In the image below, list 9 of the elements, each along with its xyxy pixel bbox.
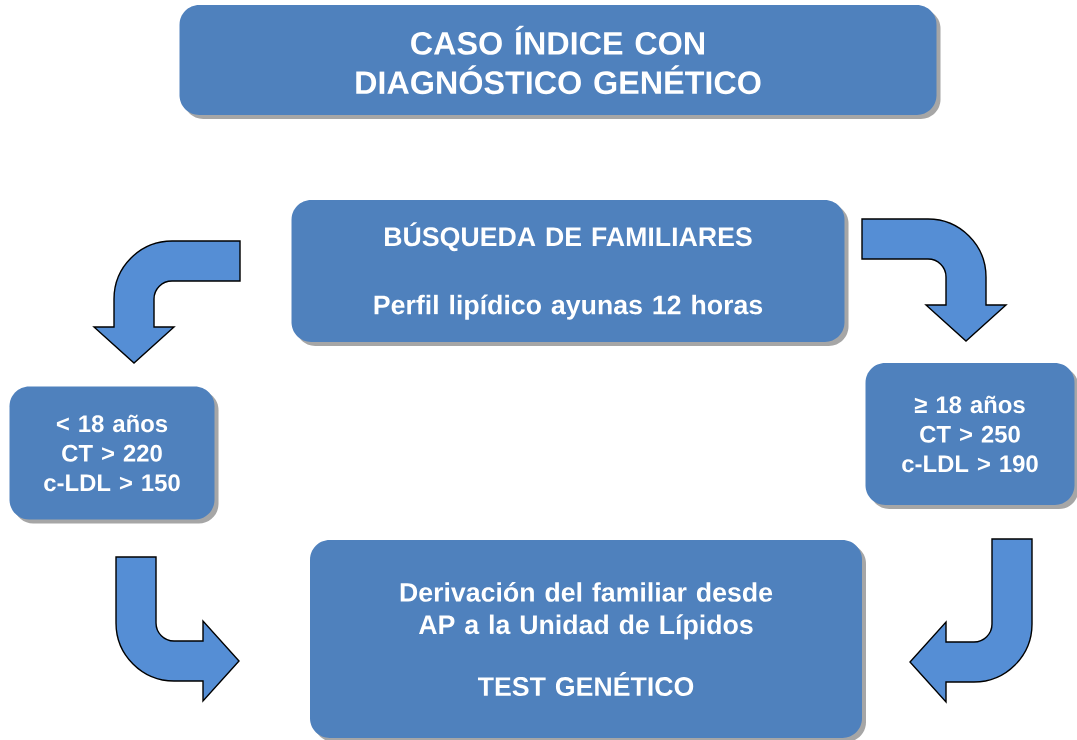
process-box: BÚSQUEDA DE FAMILIARES Perfil lipídico ayunas 12 horas — [291, 200, 849, 346]
process-box: CASO ÍNDICE CON DIAGNÓSTICO GENÉTICO — [179, 5, 941, 119]
block-arrow — [861, 218, 1007, 342]
block-arrow — [93, 240, 241, 364]
block-arrow — [115, 556, 240, 702]
process-box: ≥ 18 años CT > 250 c-LDL > 190 — [865, 363, 1077, 509]
process-box: Derivación del familiar desde AP a la Unidad de Lípidos TEST GENÉTICO — [310, 540, 866, 740]
block-arrow — [909, 538, 1033, 703]
process-box: < 18 años CT > 220 c-LDL > 150 — [9, 386, 219, 524]
